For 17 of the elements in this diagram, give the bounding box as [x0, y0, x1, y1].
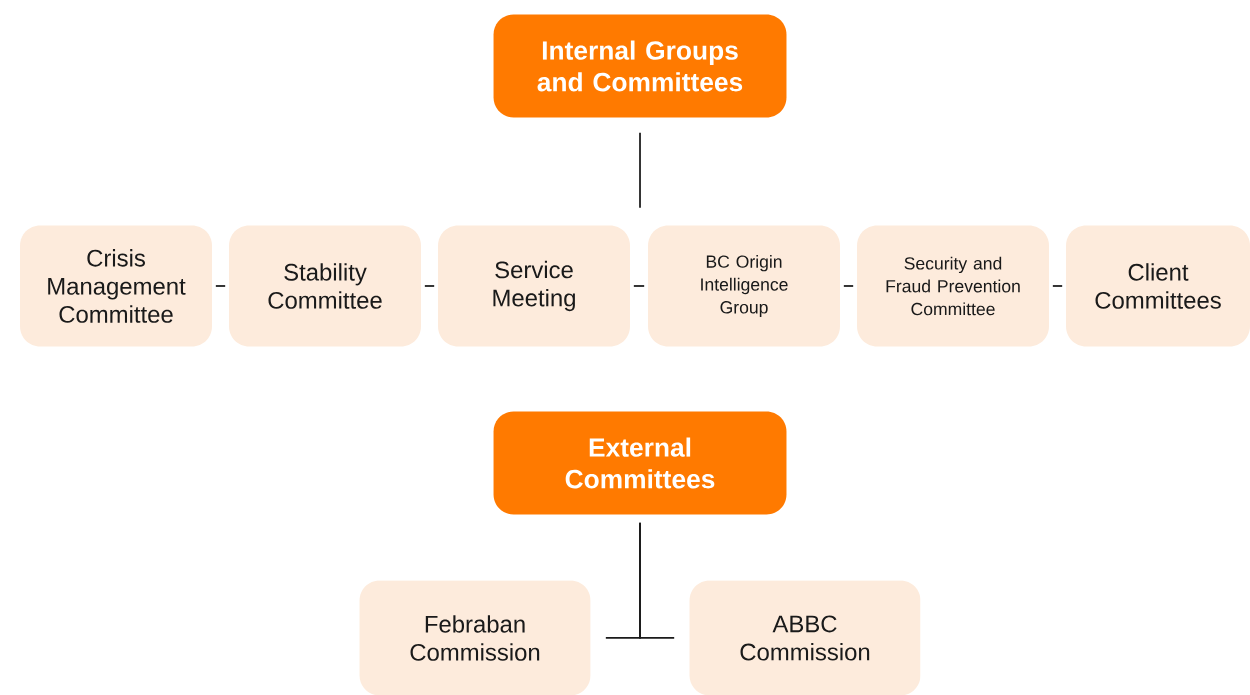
connector-line	[214, 285, 227, 287]
connector-line	[1051, 285, 1064, 287]
committee-box: Febraban Commission	[359, 580, 591, 695]
connector-line	[842, 285, 855, 287]
group-header-box: Internal Groups and Committees	[493, 14, 787, 118]
connector-line	[423, 285, 436, 287]
connector-line	[639, 521, 676, 639]
committee-box: Service Meeting	[438, 225, 630, 347]
group-header-box: External Committees	[493, 411, 787, 515]
committee-box: BC Origin Intelligence Group	[648, 225, 840, 347]
connector-line	[639, 131, 641, 209]
committee-box: Security and Fraud Prevention Committee	[857, 225, 1049, 347]
connector-line	[632, 285, 646, 287]
committee-box: Stability Committee	[229, 225, 421, 347]
committee-box: Client Committees	[1066, 225, 1250, 347]
committee-box: ABBC Commission	[689, 580, 921, 695]
committee-box: Crisis Management Committee	[20, 225, 212, 347]
